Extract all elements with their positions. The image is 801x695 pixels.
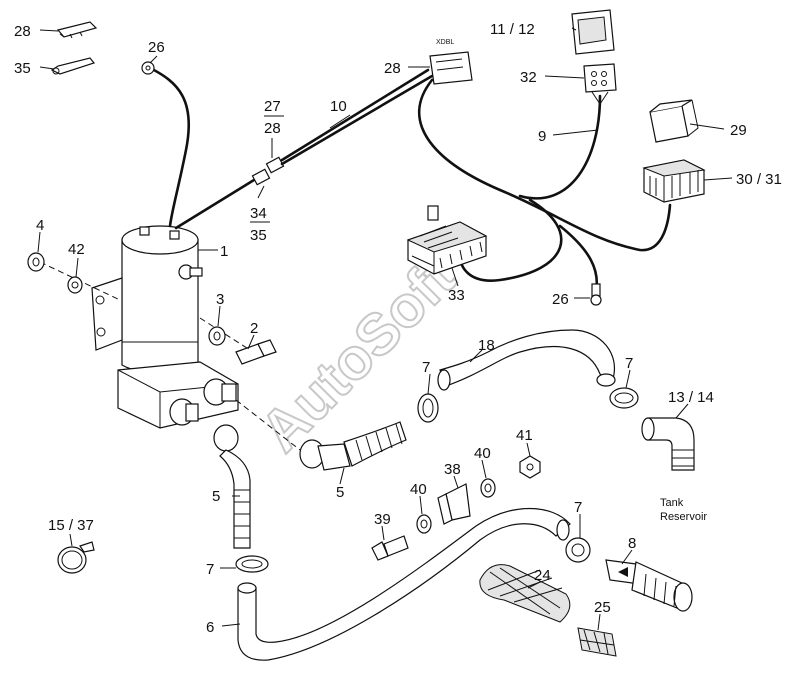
tank-label-line1: Tank [660, 497, 684, 509]
washer-40b-icon [480, 478, 496, 498]
clamp-7d-icon [565, 537, 591, 563]
connector-32-icon [583, 63, 617, 105]
callout-32: 32 [520, 69, 537, 86]
clamp-7-icon [417, 393, 439, 423]
connector-xdbl-icon [429, 51, 473, 85]
bolt-39-icon [371, 535, 409, 561]
callout-4: 4 [36, 217, 44, 234]
fuel-filter-8-icon [605, 559, 693, 612]
washer-3-icon [208, 326, 226, 346]
callout-28-terminal: 28 [14, 23, 31, 40]
elbow-fitting-13-14-icon [641, 417, 695, 471]
callout-29: 29 [730, 122, 747, 139]
terminal-28-icon [56, 21, 98, 39]
relay-base-30-31-icon [642, 159, 706, 203]
callout-27: 27 [264, 98, 281, 115]
mesh-sleeve-24-icon [479, 564, 571, 623]
callout-28-plug: 28 [384, 60, 401, 77]
callout-24: 24 [534, 567, 551, 584]
bolt-2-icon [235, 339, 277, 365]
relay-29-icon [649, 99, 699, 143]
callout-9: 9 [538, 128, 546, 145]
connector-tag: XDBL [436, 39, 454, 46]
callout-6: 6 [206, 619, 214, 636]
switch-11-12-icon [571, 9, 615, 55]
bracket-38-icon [437, 483, 471, 525]
ring-terminal-26-icon [590, 283, 602, 306]
clamp-7b-icon [609, 387, 639, 409]
callout-13-14: 13 / 14 [668, 389, 714, 406]
fuel-pipe-5-icon [299, 421, 407, 471]
nut-41-icon [519, 455, 541, 479]
callout-10: 10 [330, 98, 347, 115]
callout-39: 39 [374, 511, 391, 528]
callout-7-upper-right: 7 [625, 355, 633, 372]
callout-15-37: 15 / 37 [48, 517, 94, 534]
washer-40-icon [416, 514, 432, 534]
callout-30-31: 30 / 31 [736, 171, 782, 188]
callout-11-12: 11 / 12 [490, 21, 535, 38]
watermark: AutoSoft [248, 245, 467, 464]
callout-35-terminal: 35 [14, 60, 31, 77]
washer-4-icon [27, 252, 45, 272]
callout-3: 3 [216, 291, 224, 308]
callout-26-lower: 26 [552, 291, 569, 308]
washer-42-icon [67, 276, 83, 294]
callout-26-ring: 26 [148, 39, 165, 56]
fuse-block-33-icon [406, 205, 488, 275]
callout-2: 2 [250, 320, 258, 337]
hose-clamp-15-37-icon [57, 541, 95, 574]
callout-7-right: 7 [574, 499, 582, 516]
callout-41: 41 [516, 427, 533, 444]
callout-8: 8 [628, 535, 636, 552]
terminal-35-icon [50, 57, 96, 75]
callout-40-lower: 40 [410, 481, 427, 498]
callout-38: 38 [444, 461, 461, 478]
callout-5-middle: 5 [336, 484, 344, 501]
tank-label-line2: Reservoir [660, 511, 707, 523]
clamp-7c-icon [235, 555, 269, 573]
callout-5-lower: 5 [212, 488, 220, 505]
callout-7-lower-left: 7 [206, 561, 214, 578]
callout-25: 25 [594, 599, 611, 616]
callout-35-connector: 35 [250, 227, 267, 244]
fuel-pipe-5b-icon [213, 424, 251, 549]
callout-33: 33 [448, 287, 465, 304]
mesh-piece-25-icon [577, 627, 617, 657]
heater-body [91, 225, 239, 429]
callout-42: 42 [68, 241, 85, 258]
callout-34: 34 [250, 205, 267, 222]
callout-1: 1 [220, 243, 228, 260]
callout-18: 18 [478, 337, 495, 354]
callout-28-connector: 28 [264, 120, 281, 137]
callout-40-upper: 40 [474, 445, 491, 462]
callout-7-upper-left: 7 [422, 359, 430, 376]
